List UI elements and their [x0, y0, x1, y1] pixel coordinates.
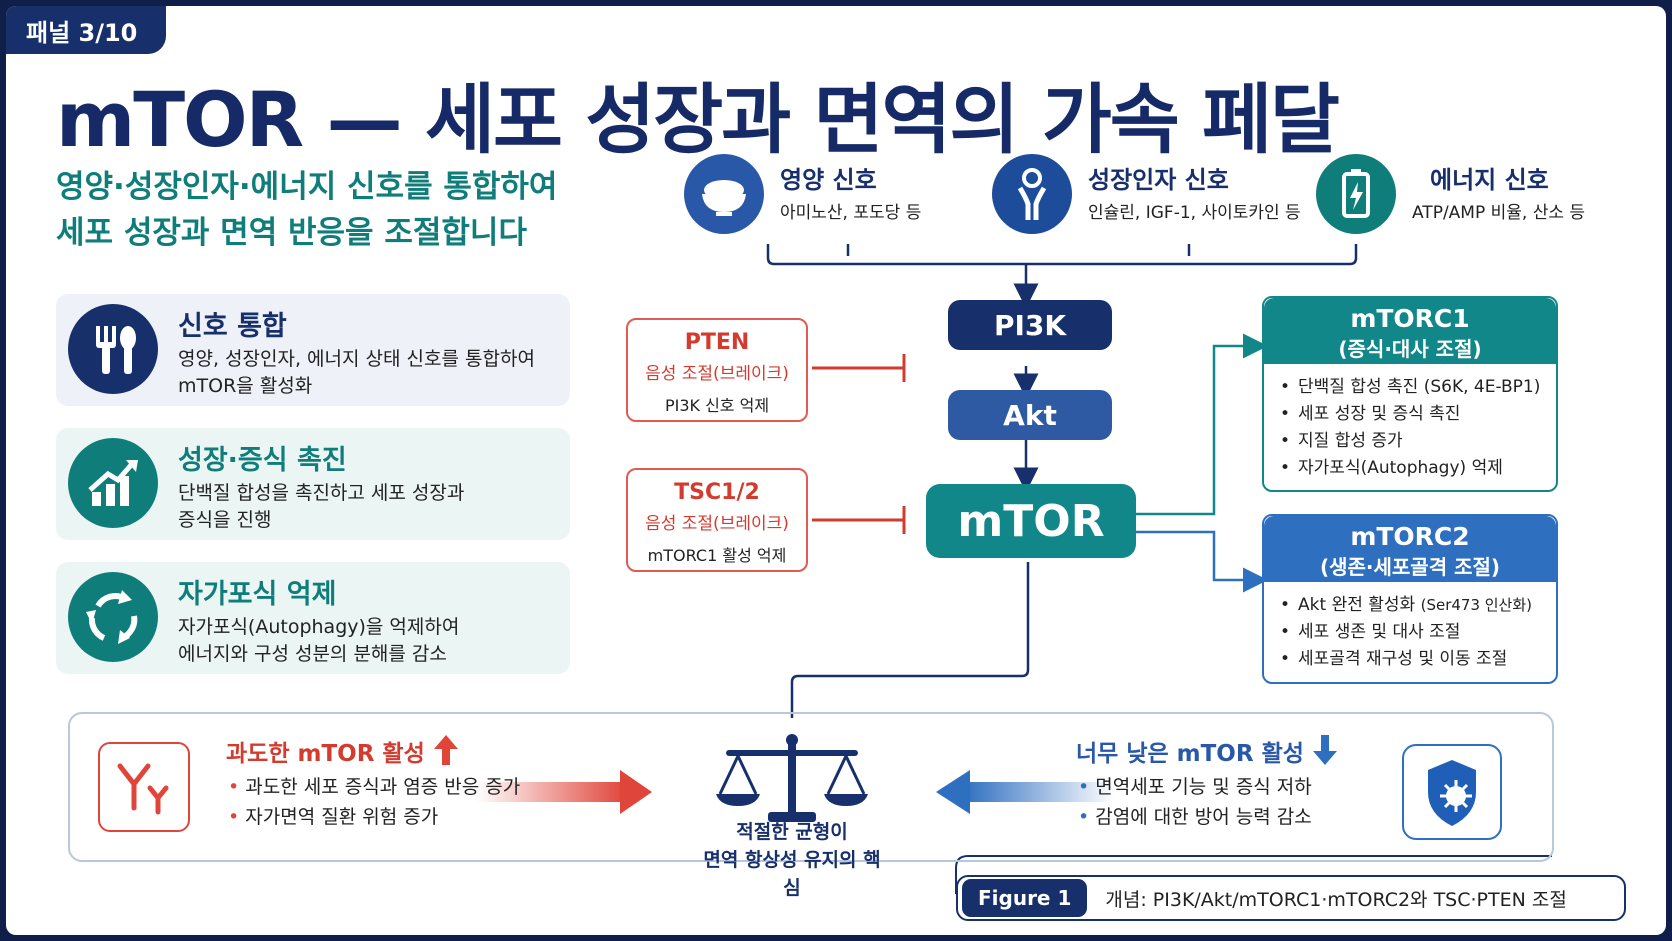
list-item: 자가포식(Autophagy) 억제: [1280, 455, 1542, 482]
balance-box: [68, 712, 1554, 862]
blue-arrow: [936, 770, 1114, 814]
signal-desc: 아미노산, 포도당 등: [780, 203, 922, 223]
brake-tsc: TSC1/2 음성 조절(브레이크) mTORC1 활성 억제: [626, 468, 808, 572]
tsc-inhibit-line: [812, 506, 906, 534]
feature-title: 신호 통합: [178, 311, 287, 342]
list-item: • 감염에 대한 방어 능력 감소: [1078, 806, 1312, 828]
brake-title: PTEN: [684, 330, 750, 355]
receptor-icon: [992, 154, 1072, 234]
figure-caption-bar: Figure 1 개념: PI3K/Akt/mTORC1·mTORC2와 TSC…: [956, 875, 1626, 921]
subtitle-line-2: 세포 성장과 면역 반응을 조절합니다: [56, 215, 527, 251]
list-item: 세포 성장 및 증식 촉진: [1280, 401, 1542, 428]
feature-title: 성장·증식 촉진: [178, 445, 347, 476]
connector-lines: [476, 244, 1552, 894]
node-mtor: mTOR: [926, 484, 1136, 558]
mtorc1-header: mTORC1 (증식·대사 조절): [1264, 298, 1556, 364]
signal-title: 에너지 신호: [1430, 166, 1549, 194]
list-item: Akt 완전 활성화 (Ser473 인산화): [1280, 592, 1542, 619]
node-akt: Akt: [948, 390, 1112, 440]
slide: 패널 3/10 mTOR — 세포 성장과 면역의 가속 페달 영양·성장인자·…: [6, 6, 1666, 935]
growth-chart-icon: [68, 438, 158, 528]
brake-desc: mTORC1 활성 억제: [647, 546, 787, 565]
mtorc1-box: mTORC1 (증식·대사 조절) 단백질 합성 촉진 (S6K, 4E-BP1…: [1262, 296, 1558, 492]
signal-desc: 인슐린, IGF-1, 사이토카인 등: [1088, 203, 1301, 223]
figure-tag: Figure 1: [962, 879, 1088, 917]
mtorc2-box: mTORC2 (생존·세포골격 조절) Akt 완전 활성화 (Ser473 인…: [1262, 514, 1558, 684]
signal-title: 영양 신호: [780, 166, 877, 194]
over-activity-list: • 과도한 세포 증식과 염증 반응 증가 • 자가면역 질환 위험 증가: [228, 772, 520, 832]
under-activity-title: 너무 낮은 mTOR 활성: [1076, 734, 1338, 768]
figure-caption: 개념: PI3K/Akt/mTORC1·mTORC2와 TSC·PTEN 조절: [1105, 888, 1567, 911]
shield-virus-icon: [1402, 744, 1502, 840]
brake-title: TSC1/2: [674, 480, 760, 505]
brake-pten: PTEN 음성 조절(브레이크) PI3K 신호 억제: [626, 318, 808, 422]
recycle-icon: [68, 572, 158, 662]
list-item: 세포 생존 및 대사 조절: [1280, 619, 1542, 646]
mtor-to-balance-line: [790, 562, 1030, 718]
arrow-mtor-mtorc1: [1136, 333, 1268, 516]
brake-sub: 음성 조절(브레이크): [645, 364, 789, 384]
battery-icon: [1316, 154, 1396, 234]
list-item: • 과도한 세포 증식과 염증 반응 증가: [228, 776, 521, 798]
rice-bowl-icon: [684, 154, 764, 234]
under-activity-list: • 면역세포 기능 및 증식 저하 • 감염에 대한 방어 능력 감소: [1078, 772, 1312, 832]
figure-bracket-line: [955, 855, 1552, 894]
subtitle-line-1: 영양·성장인자·에너지 신호를 통합하여: [56, 169, 558, 205]
signal-desc: ATP/AMP 비율, 산소 등: [1412, 203, 1586, 223]
brake-desc: PI3K 신호 억제: [664, 396, 770, 415]
page-title: mTOR — 세포 성장과 면역의 가속 페달: [56, 75, 1340, 164]
red-arrow: [476, 770, 652, 814]
list-item: 세포골격 재구성 및 이동 조절: [1280, 646, 1542, 673]
node-pi3k: PI3K: [948, 300, 1112, 350]
arrow-mtor-mtorc2: [1136, 530, 1268, 593]
pten-inhibit-line: [812, 354, 906, 382]
list-item: 단백질 합성 촉진 (S6K, 4E-BP1): [1280, 374, 1542, 401]
arrow-up-icon: [433, 735, 458, 765]
signal-title: 성장인자 신호: [1088, 166, 1229, 194]
brake-sub: 음성 조절(브레이크): [645, 514, 789, 534]
mtorc1-list: 단백질 합성 촉진 (S6K, 4E-BP1) 세포 성장 및 증식 촉진 지질…: [1264, 364, 1556, 482]
arrow-down-icon: [1312, 735, 1337, 765]
mtorc2-list: Akt 완전 활성화 (Ser473 인산화) 세포 생존 및 대사 조절 세포…: [1264, 582, 1556, 673]
balance-caption: 적절한 균형이 면역 항상성 유지의 핵심: [703, 821, 881, 899]
fork-spoon-icon: [68, 304, 158, 394]
list-item: • 면역세포 기능 및 증식 저하: [1078, 776, 1312, 798]
panel-badge: 패널 3/10: [6, 6, 166, 54]
over-activity-title: 과도한 mTOR 활성: [226, 734, 459, 768]
mtorc2-header: mTORC2 (생존·세포골격 조절): [1264, 516, 1556, 582]
subtitle: 영양·성장인자·에너지 신호를 통합하여 세포 성장과 면역 반응을 조절합니다: [56, 164, 557, 256]
antibody-icon: [98, 742, 190, 832]
signal-bracket: [766, 244, 1358, 309]
feature-title: 자가포식 억제: [178, 579, 337, 610]
list-item: • 자가면역 질환 위험 증가: [228, 806, 439, 828]
balance-scale-icon: [712, 730, 872, 834]
list-item: 지질 합성 증가: [1280, 428, 1542, 455]
